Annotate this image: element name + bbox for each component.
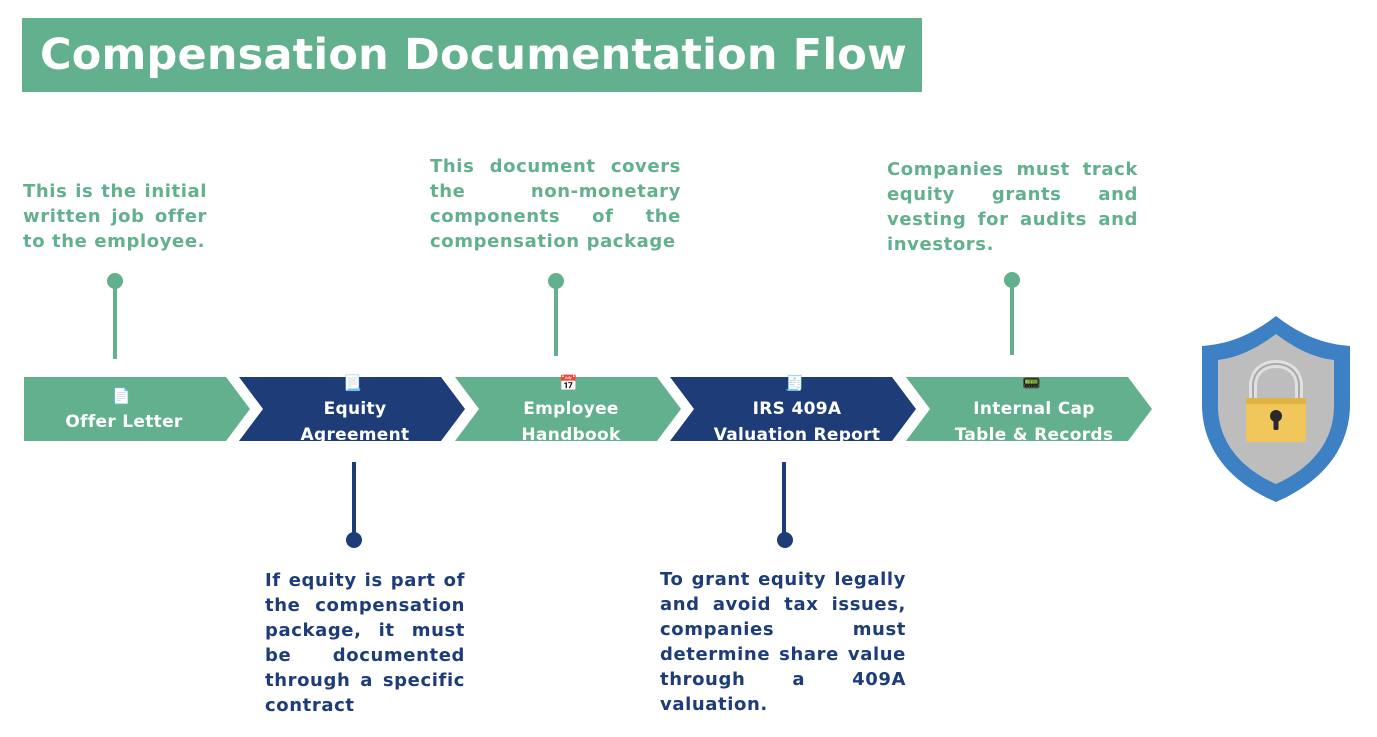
calendar-icon: 📅 — [559, 374, 578, 392]
ledger-icon: 📟 — [1022, 374, 1041, 392]
step-title-line: Valuation Report — [713, 425, 881, 445]
step-title-line: Internal Cap — [973, 399, 1095, 419]
step-arrow-shape — [455, 377, 681, 441]
document-icon: 📄 — [112, 387, 131, 405]
page-title: Compensation Documentation Flow — [40, 30, 907, 80]
scroll-icon: 📃 — [343, 374, 362, 392]
step-irs-409a: 🧾 IRS 409A Valuation Report — [670, 374, 916, 445]
step-label-employee-handbook: 📅 Employee Handbook — [475, 374, 667, 445]
connector-line-irs-409a — [782, 462, 786, 540]
connector-line-employee-handbook — [554, 281, 558, 356]
step-arrow-shape — [906, 377, 1152, 441]
description-employee-handbook: This document covers the non-monetary co… — [430, 156, 681, 252]
step-label-offer-letter: 📄 Offer Letter — [24, 377, 224, 441]
shield-lock-icon — [1198, 312, 1354, 510]
connector-line-offer-letter — [113, 281, 117, 359]
description-offer-letter: This is the initial written job offer to… — [23, 181, 207, 252]
connector-dot-irs-409a — [777, 532, 793, 548]
step-label-equity-agreement: 📃 Equity Agreement — [259, 374, 451, 445]
step-internal-cap-table: 📟 Internal Cap Table & Records — [906, 374, 1152, 445]
step-title-line: Employee — [523, 399, 619, 419]
step-arrow-shape — [24, 377, 250, 441]
step-title-line: Table & Records — [954, 425, 1114, 445]
step-offer-letter: 📄 Offer Letter — [24, 377, 250, 441]
step-arrow-shape — [670, 377, 916, 441]
description-irs-409a: To grant equity legally and avoid tax is… — [660, 569, 906, 715]
receipt-icon: 🧾 — [785, 374, 804, 392]
connector-line-internal-cap-table — [1010, 280, 1014, 355]
step-title-line: Agreement — [300, 425, 410, 445]
step-title-line: Handbook — [521, 425, 621, 445]
description-internal-cap-table: Companies must track equity grants and v… — [887, 159, 1138, 255]
step-label-irs-409a: 🧾 IRS 409A Valuation Report — [692, 374, 902, 445]
step-title-line: Offer Letter — [65, 412, 183, 432]
title-banner: Compensation Documentation Flow — [22, 18, 922, 92]
connector-line-equity-agreement — [352, 462, 356, 540]
step-equity-agreement: 📃 Equity Agreement — [239, 374, 465, 445]
description-equity-agreement: If equity is part of the compensation pa… — [265, 570, 465, 716]
connector-dot-equity-agreement — [346, 532, 362, 548]
step-title-line: Equity — [323, 399, 387, 419]
step-employee-handbook: 📅 Employee Handbook — [455, 374, 681, 445]
step-arrow-shape — [239, 377, 465, 441]
step-title-line: IRS 409A — [752, 399, 842, 419]
step-label-internal-cap-table: 📟 Internal Cap Table & Records — [928, 374, 1140, 445]
